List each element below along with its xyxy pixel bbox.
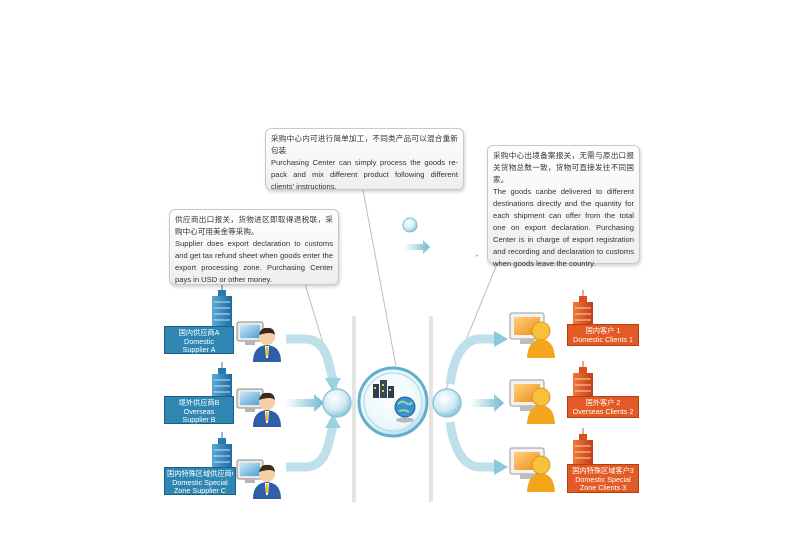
client-1-en: Domestic Clients 1 <box>573 335 633 344</box>
red-building-icon <box>573 361 593 399</box>
callout-right-en: The goods canbe delivered to different d… <box>493 187 634 268</box>
supplier-c-en: Domestic Special <box>172 478 228 487</box>
supplier-a-en2: Supplier A <box>182 346 216 354</box>
client-user-icon <box>527 455 555 492</box>
inbound-junction-icon <box>322 388 352 418</box>
callout-right: 采购中心出境备案报关，无需与原出口报关货物总数一致，货物可直接发往不同国家。 T… <box>487 145 640 268</box>
zone-divider-right <box>429 316 433 502</box>
flow-arrow-client-2 <box>470 394 504 412</box>
client-2-en: Overseas Clients 2 <box>572 407 634 416</box>
callout-left-zh: 供应商出口报关，货物进区即取得退税联，采购中心可用美金等采购。 <box>175 215 333 236</box>
supplier-a-en: Domestic <box>184 337 214 346</box>
supplier-a-label: 国内供应商A Domestic Supplier A <box>164 326 234 354</box>
businessman-icon <box>253 392 281 427</box>
client-1-label: 国内客户 1 Domestic Clients 1 <box>567 324 639 346</box>
center-callout-pointer <box>362 189 397 367</box>
outbound-junction-icon <box>432 388 462 418</box>
businessman-icon <box>253 327 281 362</box>
callout-right-zh: 采购中心出境备案报关，无需与原出口报关货物总数一致，货物可直接发往不同国家。 <box>493 151 634 184</box>
client-3-en: Domestic Special <box>575 475 631 484</box>
client-3-en2: Zone Clients 3 <box>579 484 627 492</box>
client-user-icon <box>527 321 555 358</box>
client-2-icons <box>509 361 593 424</box>
flow-arrow-supplier-b <box>285 394 324 412</box>
blue-building-icon <box>212 432 232 472</box>
supplier-b-label: 境外供应商B Overseas Supplier B <box>164 396 234 424</box>
supplier-c-zh: 国内特殊区域供应商C <box>167 470 233 478</box>
computer-monitor-icon <box>236 321 264 345</box>
red-building-icon <box>573 290 593 326</box>
purchasing-center-globe-icon <box>357 366 429 438</box>
client-3-label: 国内特殊区域客户3 Domestic Special Zone Clients … <box>567 464 639 493</box>
client-user-icon <box>527 387 555 424</box>
callout-left: 供应商出口报关，货物进区即取得退税联，采购中心可用美金等采购。 Supplier… <box>169 209 339 285</box>
supplier-a-zh: 国内供应商A <box>178 329 220 337</box>
client-1-icons <box>509 290 593 358</box>
flow-arrow-client-1 <box>445 334 496 385</box>
client-3-zh: 国内特殊区域客户3 <box>572 467 634 475</box>
flow-arrow-supplier-a <box>286 334 338 382</box>
client-2-label: 国外客户 2 Overseas Clients 2 <box>567 396 639 418</box>
legend-bubble-icon <box>402 217 418 233</box>
callout-center: 采购中心内可进行简单加工，不同类产品可以混合重新包装 Purchasing Ce… <box>265 128 464 191</box>
svg-text:•: • <box>476 254 478 260</box>
callout-center-zh: 采购中心内可进行简单加工，不同类产品可以混合重新包装 <box>271 134 458 155</box>
legend-arrow-icon <box>404 240 430 254</box>
computer-monitor-icon <box>236 388 264 412</box>
supplier-b-en: Overseas <box>183 407 215 416</box>
client-2-zh: 国外客户 2 <box>585 399 621 407</box>
blue-building-icon <box>212 284 232 326</box>
client-1-zh: 国内客户 1 <box>585 327 621 335</box>
supplier-a-icons <box>212 284 281 362</box>
flow-arrow-supplier-c <box>286 424 338 472</box>
supplier-b-en2: Supplier B <box>182 416 216 424</box>
callout-left-en: Supplier does export declaration to cust… <box>175 239 333 284</box>
flow-arrow-client-3 <box>445 421 496 472</box>
zone-divider-left <box>352 316 356 502</box>
callout-center-en: Purchasing Center can simply process the… <box>271 158 458 191</box>
supplier-c-icons <box>212 432 281 499</box>
red-building-icon <box>573 428 593 467</box>
supplier-c-label: 国内特殊区域供应商C Domestic Special Zone Supplie… <box>164 467 236 495</box>
computer-monitor-icon <box>236 459 264 483</box>
supplier-c-en2: Zone Supplier C <box>174 487 226 495</box>
client-3-icons <box>509 428 593 492</box>
supplier-b-zh: 境外供应商B <box>178 399 220 407</box>
businessman-icon <box>253 464 281 499</box>
